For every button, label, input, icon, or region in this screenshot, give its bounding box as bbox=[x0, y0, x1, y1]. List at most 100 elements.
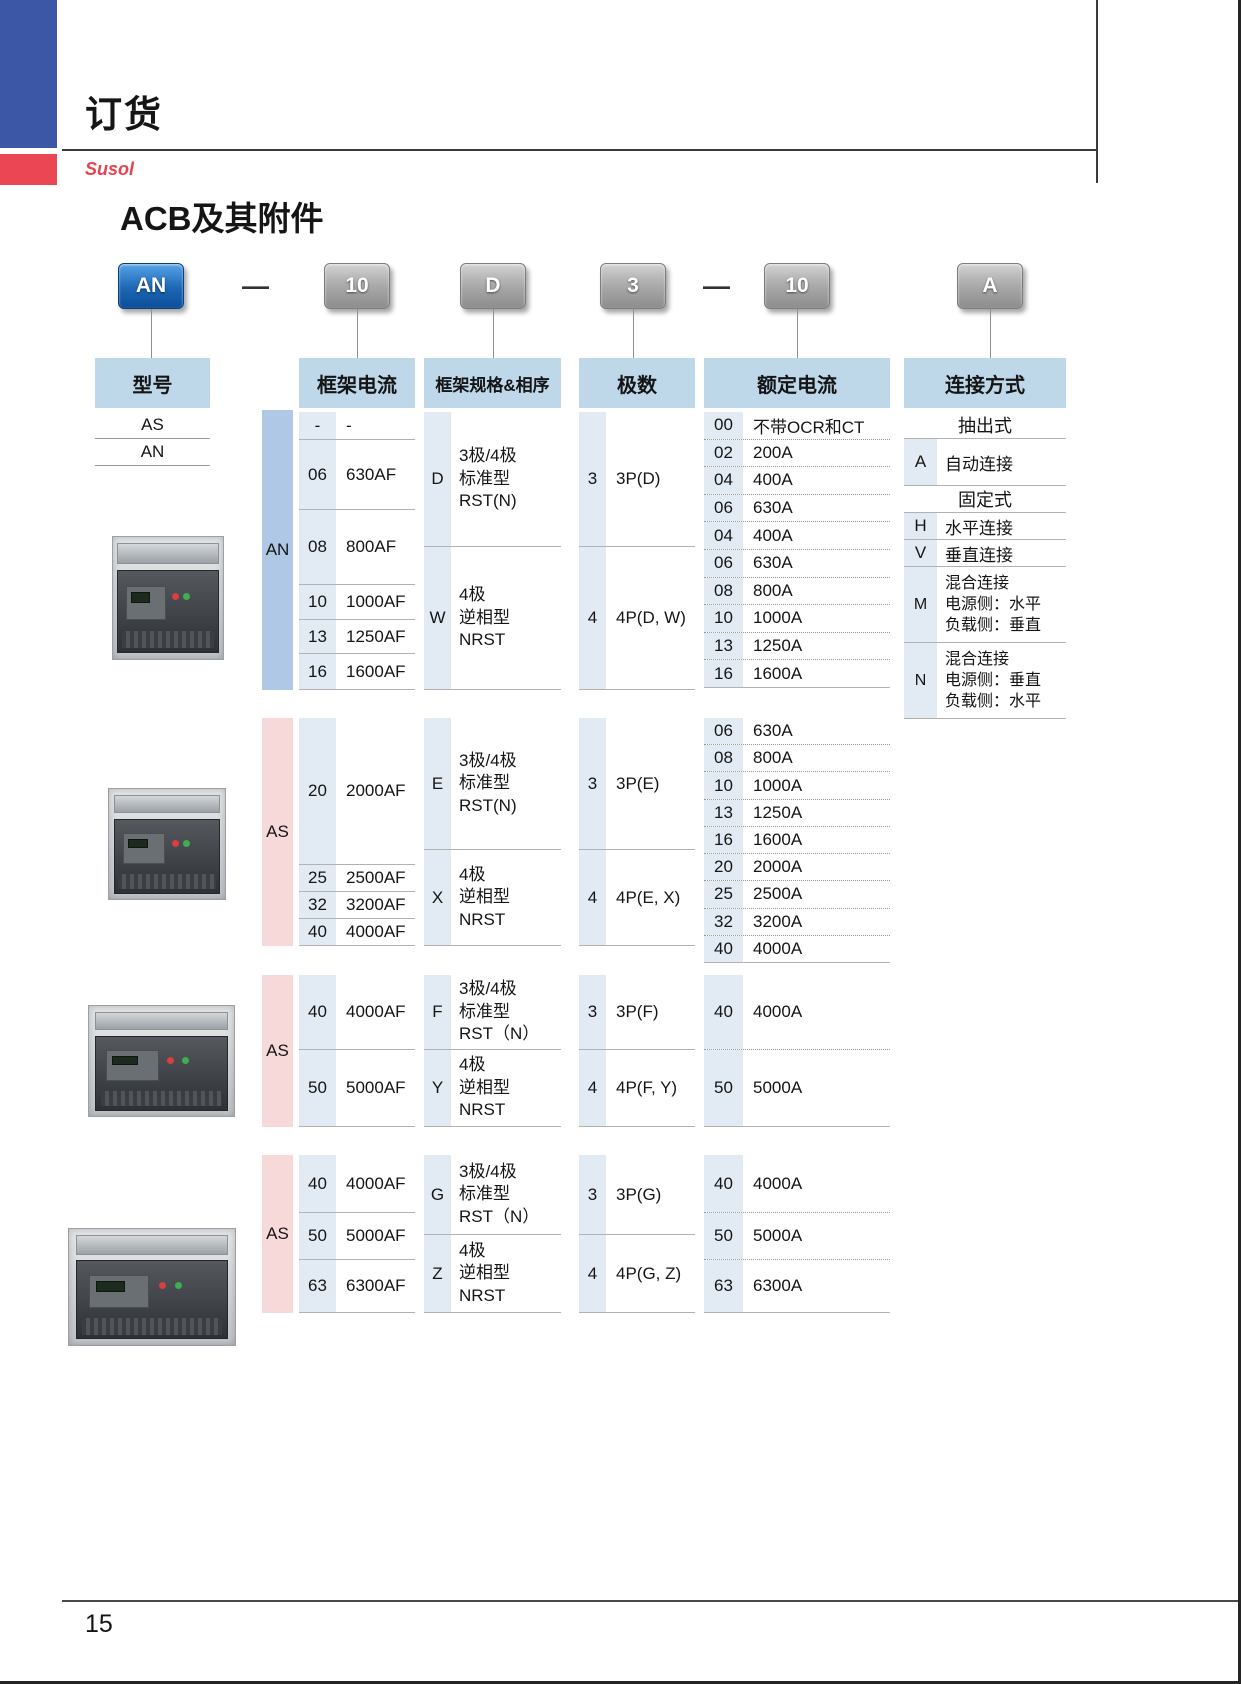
code-cell: 25 bbox=[299, 865, 336, 891]
code-cell: 06 bbox=[704, 718, 743, 745]
column-header-poles: 极数 bbox=[579, 358, 695, 408]
code-cell: - bbox=[299, 412, 336, 439]
poles-column: 3 3P(E) 4 4P(E, X) bbox=[579, 718, 695, 946]
table-row: 50 5000AF bbox=[299, 1050, 415, 1127]
breaker-faceplate bbox=[106, 1050, 159, 1081]
breaker-indicator-green bbox=[183, 839, 191, 847]
table-row: E 3极/4极 标准型 RST(N) bbox=[424, 718, 561, 850]
code-cell: 50 bbox=[704, 1050, 743, 1126]
table-row: 4 4P(D, W) bbox=[579, 547, 695, 690]
value-cell: 4极 逆相型 NRST bbox=[459, 1055, 510, 1120]
code-box-rated-current: 10 bbox=[764, 263, 830, 309]
corner-accent-red bbox=[0, 154, 57, 185]
rated-current-column: 40 4000A 50 5000A 63 6300A bbox=[704, 1155, 890, 1313]
brand-logo: Susol bbox=[85, 159, 135, 179]
code-cell: 06 bbox=[299, 440, 336, 509]
model-item-as: AS bbox=[95, 412, 210, 439]
breaker-display bbox=[127, 838, 149, 849]
code-cell: 16 bbox=[299, 654, 336, 689]
code-dash: — bbox=[242, 271, 269, 301]
value-cell: 2000AF bbox=[346, 781, 406, 800]
value-cell: 3P(E) bbox=[616, 773, 660, 793]
table-row: 40 4000AF bbox=[299, 1155, 415, 1213]
code-cell: 50 bbox=[299, 1050, 336, 1126]
table-row: 04 400A bbox=[704, 522, 890, 550]
table-row: 40 4000A bbox=[704, 975, 890, 1050]
table-row: 06 630A bbox=[704, 718, 890, 746]
value-cell: 1600A bbox=[753, 663, 803, 683]
breaker-display bbox=[95, 1281, 126, 1292]
breaker-indicator-red bbox=[172, 593, 180, 601]
value-cell: 不带OCR和CT bbox=[753, 417, 865, 437]
frame-current-column: 40 4000AF 50 5000AF 63 6300AF bbox=[299, 1155, 415, 1313]
value-cell: 800AF bbox=[346, 537, 397, 556]
connector-line bbox=[990, 309, 991, 358]
value-cell: 2500A bbox=[753, 884, 803, 904]
code-cell: 4 bbox=[579, 1235, 606, 1312]
table-row: F 3极/4极 标准型 RST（N） bbox=[424, 975, 561, 1050]
code-cell: 40 bbox=[299, 975, 336, 1049]
code-dash: — bbox=[703, 271, 730, 301]
breaker-indicator-red bbox=[158, 1282, 166, 1290]
poles-column: 3 3P(G) 4 4P(G, Z) bbox=[579, 1155, 695, 1313]
code-cell: D bbox=[424, 412, 451, 546]
rated-current-column: 00 不带OCR和CT 02 200A 04 400A 06 630A 04 4… bbox=[704, 412, 890, 688]
value-cell: 1250AF bbox=[346, 626, 406, 646]
table-row: G 3极/4极 标准型 RST（N） bbox=[424, 1155, 561, 1235]
table-row: V 垂直连接 bbox=[904, 540, 1066, 567]
group-label-as: AS bbox=[262, 1155, 293, 1313]
acb-product-photo-as-2000 bbox=[108, 788, 226, 900]
value-cell: 6300A bbox=[753, 1276, 803, 1295]
code-cell: 16 bbox=[704, 826, 743, 854]
table-row: 10 1000AF bbox=[299, 585, 415, 620]
value-cell: 3极/4极 标准型 RST(N) bbox=[459, 750, 517, 815]
acb-product-photo-as-4000 bbox=[88, 1005, 235, 1117]
column-header-rated-current: 额定电流 bbox=[704, 358, 890, 408]
value-cell: 3P(F) bbox=[616, 1002, 659, 1021]
code-cell: 3 bbox=[579, 1155, 606, 1234]
table-row: 10 1000A bbox=[704, 772, 890, 800]
value-cell: 5000A bbox=[753, 1226, 803, 1245]
table-row: H 水平连接 bbox=[904, 513, 1066, 540]
breaker-indicator-red bbox=[171, 839, 179, 847]
value-cell: 3极/4极 标准型 RST（N） bbox=[459, 979, 540, 1044]
breaker-faceplate bbox=[126, 585, 166, 620]
code-cell: 20 bbox=[299, 718, 336, 864]
table-row: 08 800A bbox=[704, 745, 890, 773]
connector-line bbox=[633, 309, 634, 358]
value-cell: 6300AF bbox=[346, 1276, 406, 1295]
table-row: 3 3P(E) bbox=[579, 718, 695, 850]
table-row: 13 1250A bbox=[704, 632, 890, 661]
code-box-frame-spec: D bbox=[460, 263, 526, 309]
code-cell: 3 bbox=[579, 412, 606, 546]
acb-product-photo-as-6300 bbox=[68, 1228, 236, 1346]
table-row: 4 4P(F, Y) bbox=[579, 1050, 695, 1127]
table-row: Z 4极 逆相型 NRST bbox=[424, 1235, 561, 1313]
table-row: 25 2500AF bbox=[299, 865, 415, 892]
value-cell: 4000AF bbox=[346, 1173, 406, 1193]
table-row: W 4极 逆相型 NRST bbox=[424, 547, 561, 690]
rated-current-column: 40 4000A 50 5000A bbox=[704, 975, 890, 1127]
value-cell: 水平连接 bbox=[945, 518, 1013, 538]
value-cell: 4000A bbox=[753, 1173, 803, 1193]
value-cell: 200A bbox=[753, 442, 793, 462]
code-cell: 10 bbox=[704, 605, 743, 632]
value-cell: 3P(G) bbox=[616, 1184, 662, 1204]
code-cell: 40 bbox=[299, 919, 336, 945]
value-cell: 4P(G, Z) bbox=[616, 1263, 682, 1283]
table-row: N 混合连接 电源侧：垂直 负载侧：水平 bbox=[904, 643, 1066, 719]
value-cell: 4000A bbox=[753, 938, 803, 958]
code-cell: Y bbox=[424, 1050, 451, 1126]
table-row: 25 2500A bbox=[704, 881, 890, 909]
table-row: 32 3200A bbox=[704, 908, 890, 936]
code-cell: 32 bbox=[704, 908, 743, 935]
section-title: 订货 bbox=[85, 94, 163, 135]
group-label-an: AN bbox=[262, 410, 293, 690]
code-cell: 50 bbox=[299, 1213, 336, 1259]
value-cell: 400A bbox=[753, 525, 793, 545]
breaker-vents bbox=[100, 1090, 223, 1107]
connection-drawout-header: 抽出式 bbox=[904, 412, 1066, 439]
table-row: 3 3P(D) bbox=[579, 412, 695, 547]
code-cell: 08 bbox=[704, 745, 743, 772]
value-cell: 5000AF bbox=[346, 1078, 406, 1097]
